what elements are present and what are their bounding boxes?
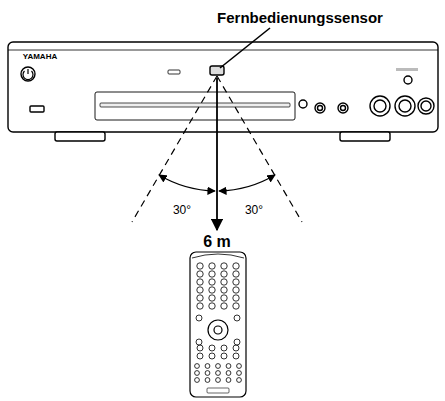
remote-button: [216, 378, 221, 383]
angle-label: 30°: [243, 204, 265, 216]
remote-button: [226, 364, 231, 369]
remote-button: [205, 371, 210, 376]
remote-button: [233, 303, 239, 309]
sensor-label: Fernbedienungssensor: [215, 10, 385, 25]
remote-button: [233, 295, 239, 301]
remote-button: [197, 287, 203, 293]
remote-button: [221, 295, 227, 301]
remote-button: [209, 345, 215, 351]
player-body: [8, 42, 438, 141]
brand-logo: YAMAHA: [21, 53, 59, 61]
remote-button: [197, 345, 203, 351]
remote-control: [190, 252, 246, 397]
remote-button: [195, 364, 200, 369]
remote-button: [233, 271, 239, 277]
distance-label: 6 m: [201, 234, 233, 250]
remote-button: [221, 345, 227, 351]
leader-line: [220, 28, 270, 68]
remote-button: [237, 364, 242, 369]
remote-button: [195, 371, 200, 376]
remote-button: [209, 295, 215, 301]
angle-label: 30°: [171, 204, 193, 216]
remote-button: [221, 271, 227, 277]
remote-button: [216, 364, 221, 369]
remote-button: [233, 263, 239, 269]
remote-button: [221, 287, 227, 293]
remote-button: [209, 303, 215, 309]
remote-button: [209, 263, 215, 269]
remote-button: [197, 353, 203, 359]
remote-button: [196, 339, 202, 345]
remote-button: [209, 287, 215, 293]
remote-button: [197, 263, 203, 269]
remote-button: [209, 279, 215, 285]
remote-button: [209, 271, 215, 277]
remote-button: [233, 279, 239, 285]
remote-button: [221, 303, 227, 309]
remote-button: [197, 295, 203, 301]
remote-button: [209, 353, 215, 359]
remote-button: [221, 263, 227, 269]
remote-button: [226, 371, 231, 376]
remote-button: [233, 287, 239, 293]
remote-button: [216, 371, 221, 376]
remote-button: [234, 315, 240, 321]
remote-button: [197, 279, 203, 285]
remote-button: [233, 345, 239, 351]
remote-button: [196, 315, 202, 321]
remote-button: [205, 364, 210, 369]
remote-button: [195, 378, 200, 383]
remote-button: [234, 339, 240, 345]
remote-button: [221, 353, 227, 359]
remote-button: [205, 378, 210, 383]
remote-button: [197, 271, 203, 277]
remote-button: [233, 353, 239, 359]
remote-button: [237, 371, 242, 376]
remote-button: [197, 303, 203, 309]
remote-button: [237, 378, 242, 383]
coverage-lines: [132, 76, 302, 230]
remote-button: [226, 378, 231, 383]
remote-button: [221, 279, 227, 285]
